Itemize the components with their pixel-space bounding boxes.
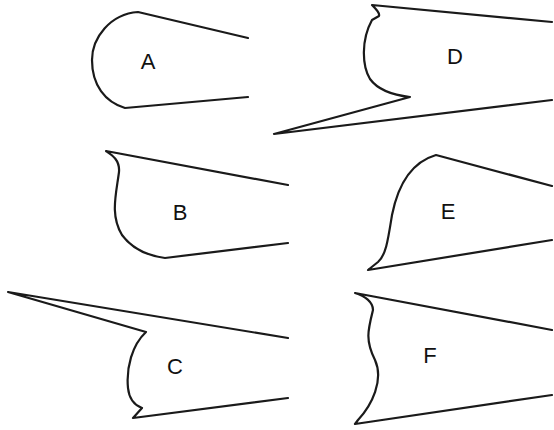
tip-shape	[85, 5, 252, 115]
tip-contour	[355, 293, 552, 424]
tip-contour	[274, 5, 552, 134]
tip-shape	[268, 0, 554, 140]
tip-outline: E	[362, 150, 554, 275]
tip-contour	[92, 12, 248, 108]
shape-letter: A	[141, 51, 156, 73]
shape-letter: B	[173, 202, 188, 224]
tip-outline: F	[350, 288, 554, 428]
tip-shape	[2, 285, 292, 424]
tip-contour	[368, 155, 552, 270]
tip-contour	[106, 151, 288, 258]
shape-letter: D	[447, 46, 463, 68]
tip-outline: C	[2, 285, 292, 424]
tip-shape	[350, 288, 554, 428]
tip-outline: B	[100, 145, 292, 262]
shape-letter: E	[441, 201, 456, 223]
shape-letter: C	[167, 356, 183, 378]
tip-outline: A	[85, 5, 252, 115]
tip-contour	[8, 292, 288, 418]
tip-shape	[100, 145, 292, 262]
shape-letter: F	[423, 345, 436, 367]
tip-shape	[362, 150, 554, 275]
tip-outline: D	[268, 0, 554, 140]
